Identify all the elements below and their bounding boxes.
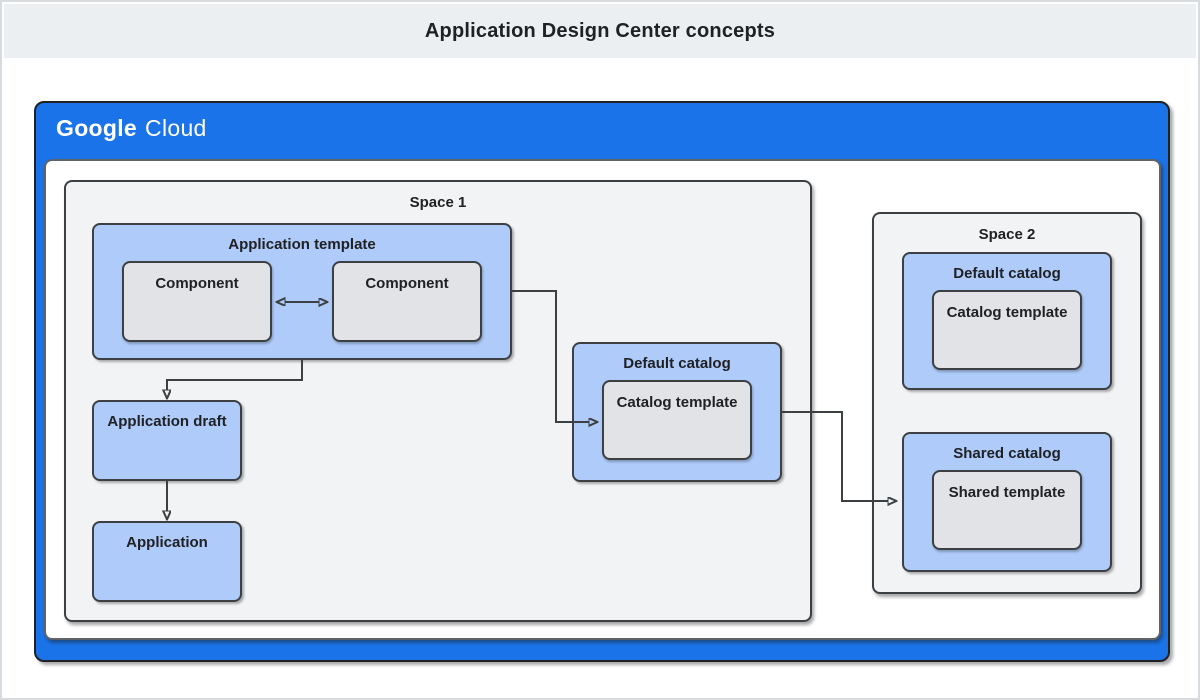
component-box-right: Component: [332, 261, 482, 342]
application-draft-box: Application draft: [92, 400, 242, 481]
cloud-logo-text: Cloud: [145, 115, 207, 141]
title-band: Application Design Center concepts: [4, 4, 1196, 58]
space1-label: Space 1: [409, 194, 467, 211]
page-title: Application Design Center concepts: [424, 19, 776, 42]
google-cloud-logo: Google Cloud: [56, 115, 207, 142]
shared-catalog-label: Shared catalog: [953, 445, 1061, 462]
space1-default-catalog-label: Default catalog: [623, 355, 731, 372]
application-template-label: Application template: [228, 236, 376, 253]
space2-default-catalog-label: Default catalog: [953, 265, 1061, 282]
shared-template-label: Shared template: [948, 484, 1066, 501]
application-label: Application: [126, 534, 208, 551]
space2-catalog-template-label: Catalog template: [946, 304, 1068, 321]
space1-catalog-template-label: Catalog template: [616, 394, 738, 411]
application-box: Application: [92, 521, 242, 602]
component-right-label: Component: [365, 275, 449, 292]
space1-catalog-template-box: Catalog template: [602, 380, 752, 460]
space2-catalog-template-box: Catalog template: [932, 290, 1082, 370]
shared-template-box: Shared template: [932, 470, 1082, 550]
space2-label: Space 2: [978, 226, 1036, 243]
application-draft-label: Application draft: [107, 413, 227, 430]
google-logo-text: Google: [56, 115, 138, 141]
component-left-label: Component: [155, 275, 239, 292]
component-box-left: Component: [122, 261, 272, 342]
